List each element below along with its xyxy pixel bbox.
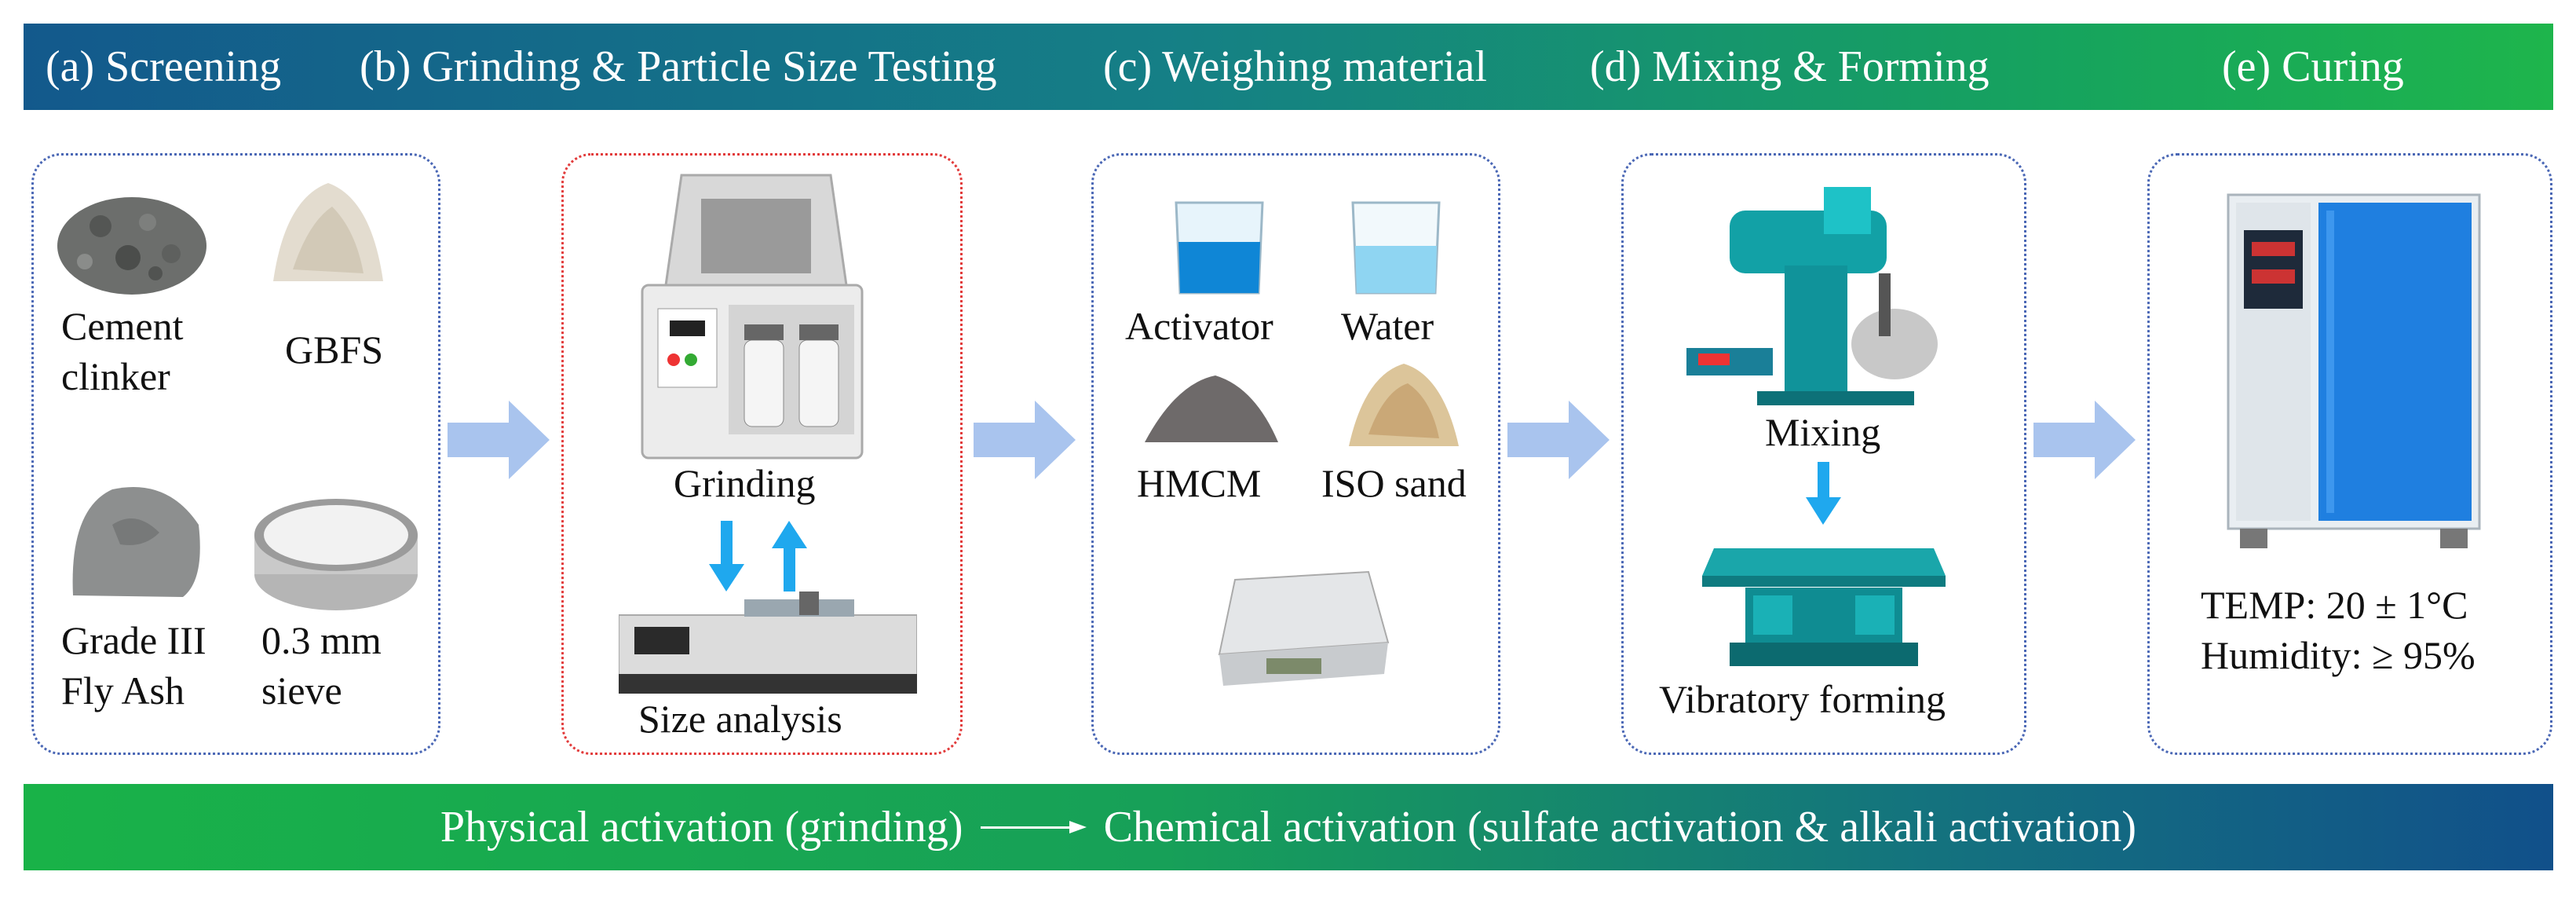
temperature-label: TEMP: 20 ± 1°C <box>2201 583 2468 627</box>
mortar-mixer-image <box>1686 187 1938 405</box>
fly-ash-label-2: Fly Ash <box>61 668 185 712</box>
arrow-up-icon <box>772 521 807 592</box>
vibratory-forming-label: Vibratory forming <box>1659 677 1946 721</box>
activator-label: Activator <box>1125 304 1273 348</box>
electronic-scale-image <box>1218 570 1390 686</box>
step-title-weighing: (c) Weighing material <box>1103 42 1487 91</box>
screening-panel: Cement clinker GBFS Grade III Fly Ash 0.… <box>31 153 440 755</box>
arrow-down-icon <box>1806 462 1841 525</box>
sieve-image <box>254 499 418 610</box>
grinding-label: Grinding <box>674 461 816 505</box>
grinding-panel: Grinding Size analysis <box>561 153 963 755</box>
mixing-panel: Mixing Vibratory forming <box>1621 153 2026 755</box>
fly-ash-image <box>72 487 200 597</box>
flow-arrow-icon <box>448 401 550 479</box>
curing-box-image <box>2227 193 2481 548</box>
particle-size-analyzer-image <box>619 592 917 694</box>
step-title-screening: (a) Screening <box>46 42 282 91</box>
flow-arrow-icon <box>1507 401 1610 479</box>
water-beaker-image <box>1351 201 1441 295</box>
flow-arrow-icon <box>974 401 1076 479</box>
gbfs-image <box>273 183 383 281</box>
planetary-ball-mill-image <box>641 174 864 460</box>
activation-banner: Physical activation (grinding) Chemical … <box>24 784 2553 870</box>
fly-ash-label-1: Grade III <box>61 618 206 662</box>
sieve-label-2: sieve <box>261 668 342 712</box>
step-header-banner: (a) Screening (b) Grinding & Particle Si… <box>24 24 2553 110</box>
mixing-label: Mixing <box>1765 410 1881 454</box>
activator-beaker-image <box>1175 201 1264 295</box>
iso-sand-label: ISO sand <box>1321 461 1467 505</box>
cement-clinker-image <box>57 197 206 295</box>
arrow-right-icon <box>980 819 1087 835</box>
cement-clinker-label-1: Cement <box>61 304 184 348</box>
vibration-table-image <box>1702 548 1946 666</box>
gbfs-label: GBFS <box>285 328 384 372</box>
physical-activation-label: Physical activation (grinding) <box>440 803 963 852</box>
step-title-grinding: (b) Grinding & Particle Size Testing <box>360 42 997 91</box>
step-title-mixing: (d) Mixing & Forming <box>1590 42 1990 91</box>
iso-sand-image <box>1349 364 1459 446</box>
cement-clinker-label-2: clinker <box>61 354 170 398</box>
flow-arrow-icon <box>2033 401 2136 479</box>
hmcm-powder-image <box>1145 375 1278 442</box>
water-label: Water <box>1341 304 1434 348</box>
size-analysis-label: Size analysis <box>638 697 842 741</box>
humidity-label: Humidity: ≥ 95% <box>2201 633 2476 677</box>
arrow-down-icon <box>709 521 744 592</box>
sieve-label-1: 0.3 mm <box>261 618 382 662</box>
curing-panel: TEMP: 20 ± 1°C Humidity: ≥ 95% <box>2147 153 2552 755</box>
step-title-curing: (e) Curing <box>2222 42 2404 91</box>
hmcm-label: HMCM <box>1137 461 1262 505</box>
weighing-panel: Activator Water HMCM ISO sand <box>1091 153 1500 755</box>
chemical-activation-label: Chemical activation (sulfate activation … <box>1103 803 2137 852</box>
